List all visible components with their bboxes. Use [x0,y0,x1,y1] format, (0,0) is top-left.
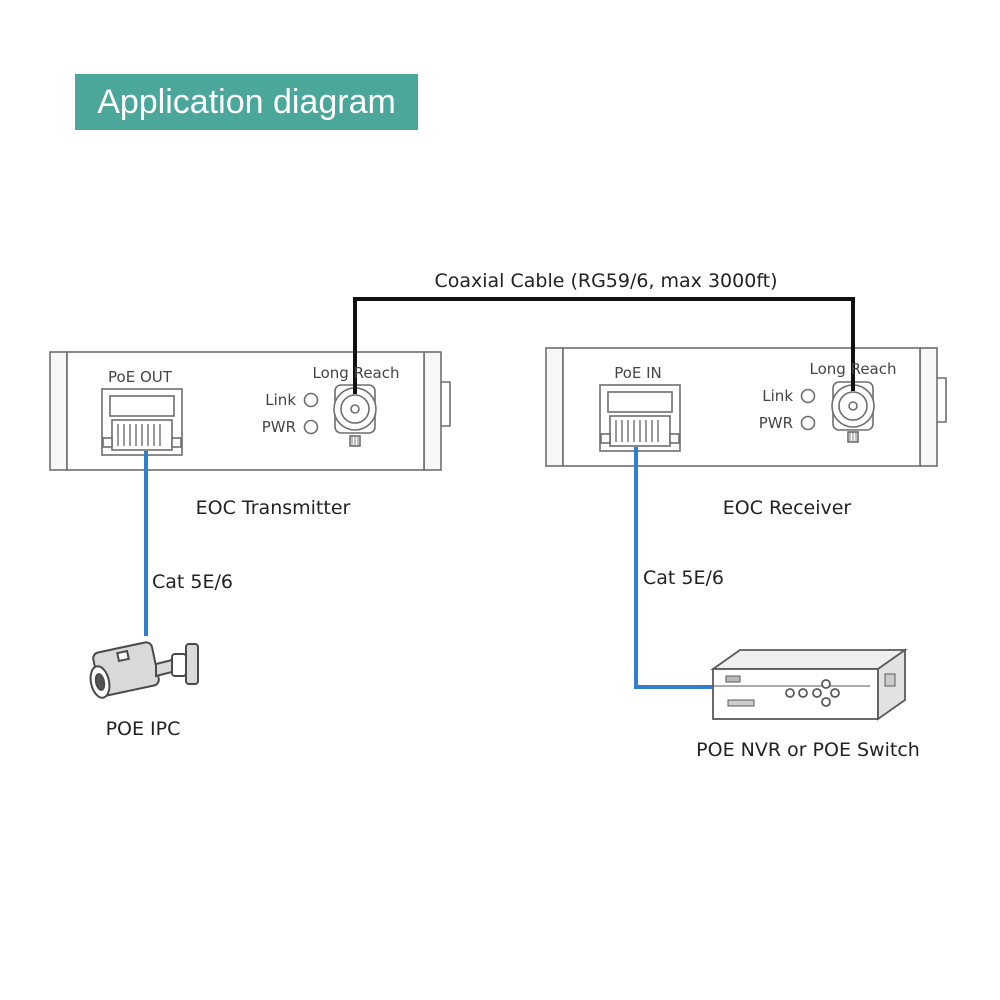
eoc-transmitter [49,351,451,471]
transmitter-pwr-led [303,419,319,435]
transmitter-right-flange [423,351,442,471]
receiver-link-label: Link [762,387,793,405]
receiver-ethernet-cable [634,447,713,689]
transmitter-name: EOC Transmitter [196,497,351,519]
receiver-pwr-led [800,415,816,431]
camera-label: POE IPC [106,718,181,740]
transmitter-link-label: Link [265,391,296,409]
transmitter-ear [441,381,451,427]
receiver-left-flange [545,347,564,467]
transmitter-port-label: PoE OUT [108,368,173,386]
transmitter-left-flange [49,351,68,471]
receiver-bnc-connector [831,381,875,443]
transmitter-link-led [303,392,319,408]
transmitter-rj45-port [101,388,183,456]
receiver-ear [937,377,947,423]
transmitter-cable-label: Cat 5E/6 [152,571,233,593]
eoc-receiver [545,347,947,467]
receiver-cable-label: Cat 5E/6 [643,567,724,589]
receiver-right-flange [919,347,938,467]
receiver-port-label: PoE IN [614,364,662,382]
nvr-label: POE NVR or POE Switch [696,739,920,761]
receiver-connector-label: Long Reach [810,360,897,378]
receiver-rj45-port [599,384,681,452]
receiver-name: EOC Receiver [723,497,852,519]
transmitter-connector-label: Long Reach [313,364,400,382]
coaxial-cable-label: Coaxial Cable (RG59/6, max 3000ft) [434,270,777,292]
nvr-icon [710,648,908,721]
receiver-pwr-label: PWR [759,414,793,432]
diagram-title: Application diagram [75,74,418,130]
coaxial-cable [353,297,855,394]
camera-icon [89,641,199,699]
receiver-link-led [800,388,816,404]
transmitter-pwr-label: PWR [262,418,296,436]
